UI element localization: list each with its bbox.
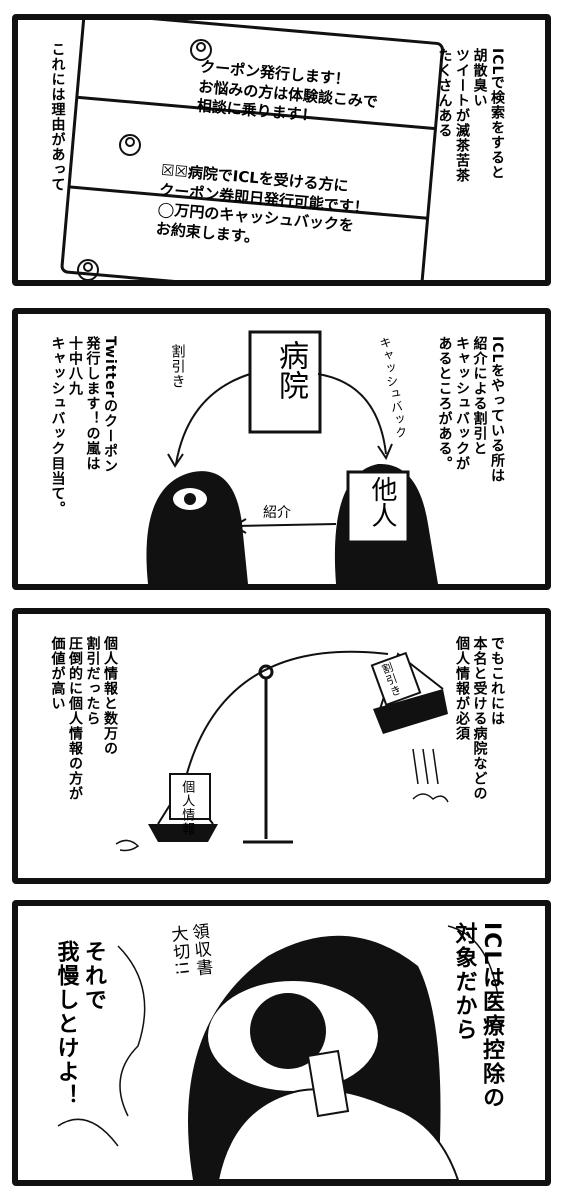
narration-left: Twitterのクーポン 発行します！の嵐は 十中八九 キャッシュバック目当て。 — [49, 336, 119, 516]
heavy-pan — [148, 824, 218, 842]
narration-left: これには理由があって — [49, 42, 66, 192]
self-figure — [146, 471, 248, 584]
panel-4: ICLは医療控除の 対象だから それで 我慢しとけよ！ 領収書 大切!! — [12, 900, 551, 1186]
balance-scale-drawing — [115, 650, 449, 852]
referral-diagram — [146, 330, 438, 584]
narration-right: でもこれには 本名と受ける病院などの 個人情報が必須 — [454, 636, 505, 801]
hospital-label: 病院 — [273, 340, 308, 400]
tweet-list-drawing — [60, 20, 444, 280]
personal-info-label: 個人情報 — [179, 780, 195, 836]
narration-left: 個人情報と数万の 割引だったら 圧倒的に個人情報の方が 価値が高い — [49, 636, 119, 801]
introduce-label: 紹介 — [263, 505, 291, 521]
panel-1: ICLで検索をすると 胡散臭い ツイートが滅茶苦茶 たくさんある これには理由が… — [12, 14, 551, 286]
speech-right: ICLは医療控除の 対象だから — [451, 922, 505, 1111]
narration-right: ICLで検索をすると 胡散臭い ツイートが滅茶苦茶 たくさんある — [436, 48, 506, 183]
light-pan — [373, 689, 448, 734]
panel-3: 個人情報 割引き でもこれには 本名と受ける病院などの 個人情報が必須 個人情報… — [12, 608, 551, 884]
receipt — [306, 1049, 350, 1118]
closeup-face-drawing — [57, 925, 499, 1180]
narration-right: ICLをやっている所は 紹介による割引と キャッシュバックが あるところがある。 — [436, 336, 506, 484]
receipt-note: 領収書 大切!! — [166, 921, 214, 978]
other-person-label: 他人 — [367, 476, 397, 528]
hospital-box — [248, 330, 322, 434]
discount-label: 割引き — [169, 344, 186, 389]
speech-left: それで 我慢しとけよ！ — [53, 940, 107, 1108]
panel-2: 病院 他人 キャッシュバック 割引き 紹介 ICLをやっている所は 紹介による割… — [12, 308, 551, 590]
